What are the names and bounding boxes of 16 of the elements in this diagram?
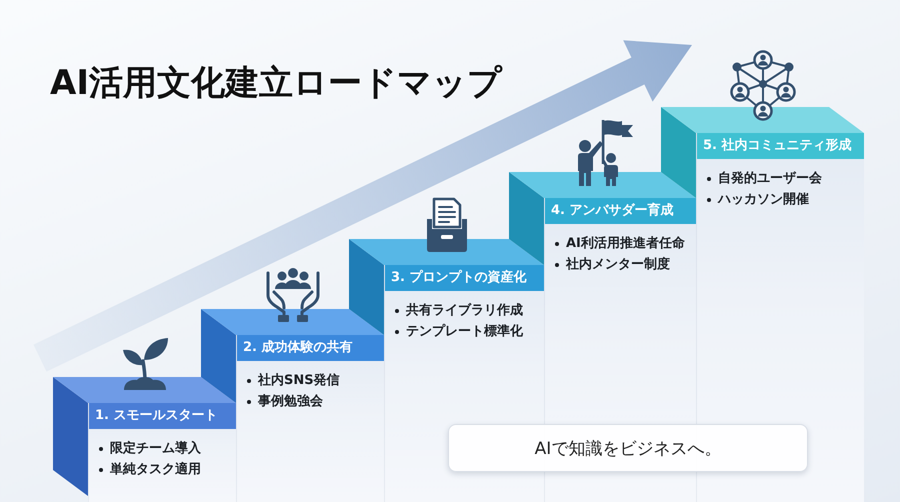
- bullet-item: 共有ライブラリ作成: [392, 300, 523, 321]
- bullet-item: 自発的ユーザー会: [704, 168, 822, 189]
- bullet-item: ハッカソン開催: [704, 189, 809, 210]
- step-heading: 5. 社内コミュニティ形成: [697, 133, 864, 159]
- bullet-item: AI利活用推進者任命: [552, 233, 685, 254]
- bullet-item: 社内メンター制度: [552, 254, 670, 275]
- step-heading: 1. スモールスタート: [89, 403, 236, 429]
- step-heading: 2. 成功体験の共有: [237, 335, 384, 361]
- bullet-item: 事例勉強会: [244, 391, 323, 412]
- bullet-item: 限定チーム導入: [96, 438, 201, 459]
- bullet-item: テンプレート標準化: [392, 321, 523, 342]
- bullet-item: 社内SNS発信: [244, 370, 340, 391]
- step-heading: 3. プロンプトの資産化: [385, 265, 544, 291]
- bullet-item: 単純タスク適用: [96, 459, 201, 480]
- diagram-title: AI活用文化建立ロードマップ: [50, 62, 502, 104]
- step-heading: 4. アンバサダー育成: [545, 198, 696, 224]
